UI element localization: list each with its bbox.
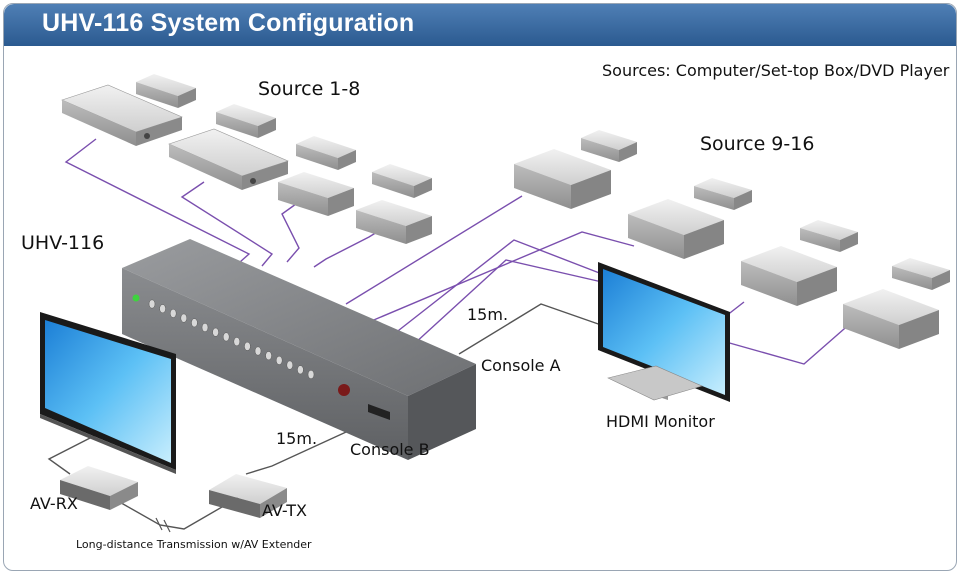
- pc-box-2: [628, 199, 724, 259]
- port-button: [297, 365, 304, 375]
- small-box-4: [372, 164, 432, 198]
- port-button: [180, 313, 188, 323]
- av-rx-unit: [60, 466, 138, 510]
- port-button: [233, 337, 241, 347]
- pc-box-1: [514, 149, 611, 209]
- port-button: [265, 351, 272, 361]
- label-hdmi-monitor: HDMI Monitor: [606, 412, 715, 431]
- label-distance-a: 15m.: [467, 305, 509, 324]
- port-button: [159, 304, 166, 314]
- source-boxes-right: [514, 130, 950, 349]
- small-box-8: [694, 178, 752, 210]
- diagram-frame: UHV-116 System Configuration: [3, 3, 957, 571]
- pc-box-4: [843, 289, 939, 349]
- source-boxes-left: [61, 74, 432, 244]
- port-button: [244, 341, 251, 351]
- label-av-tx: AV-TX: [262, 501, 307, 520]
- av-tx-unit: [209, 474, 287, 518]
- port-button: [169, 308, 177, 318]
- label-source-1-8: Source 1-8: [258, 78, 361, 100]
- port-button: [201, 323, 209, 332]
- uhv-116-device: [122, 239, 476, 460]
- system-diagram: [40, 74, 950, 533]
- pc-box-3: [741, 246, 837, 306]
- small-box-3: [296, 136, 356, 170]
- hdmi-port: [368, 404, 390, 420]
- small-box-5: [278, 172, 354, 216]
- dvd-player-2: [168, 128, 289, 190]
- label-device: UHV-116: [21, 232, 105, 254]
- page-title: UHV-116 System Configuration: [42, 9, 415, 37]
- port-button: [286, 360, 294, 370]
- dvd-player-1: [61, 84, 183, 146]
- small-box-7: [581, 130, 637, 162]
- port-button: [254, 346, 262, 356]
- hdmi-monitor: [598, 262, 730, 402]
- port-button: [307, 370, 315, 379]
- port-buttons: [148, 299, 315, 379]
- small-box-9: [800, 220, 858, 252]
- label-source-9-16: Source 9-16: [700, 133, 815, 155]
- port-button: [222, 332, 230, 342]
- port-button: [148, 299, 156, 309]
- port-button: [275, 355, 283, 365]
- small-box-10: [892, 258, 950, 290]
- small-box-6: [356, 200, 432, 244]
- console-cables: [47, 303, 605, 530]
- port-button: [212, 327, 219, 337]
- small-box-1: [136, 74, 196, 108]
- large-display: [40, 312, 176, 474]
- cable-break-marks: [155, 517, 171, 533]
- ir-sensor: [338, 384, 350, 396]
- sources-note: Sources: Computer/Set-top Box/DVD Player: [602, 61, 950, 80]
- power-led: [132, 294, 140, 302]
- label-av-rx: AV-RX: [30, 494, 78, 513]
- header-bar: UHV-116 System Configuration: [4, 4, 956, 46]
- label-console-b: Console B: [350, 440, 430, 459]
- small-box-2: [216, 104, 276, 138]
- label-long-distance: Long-distance Transmission w/AV Extender: [76, 538, 312, 551]
- label-console-a: Console A: [481, 356, 561, 375]
- label-distance-b: 15m.: [276, 429, 318, 448]
- port-button: [191, 318, 198, 328]
